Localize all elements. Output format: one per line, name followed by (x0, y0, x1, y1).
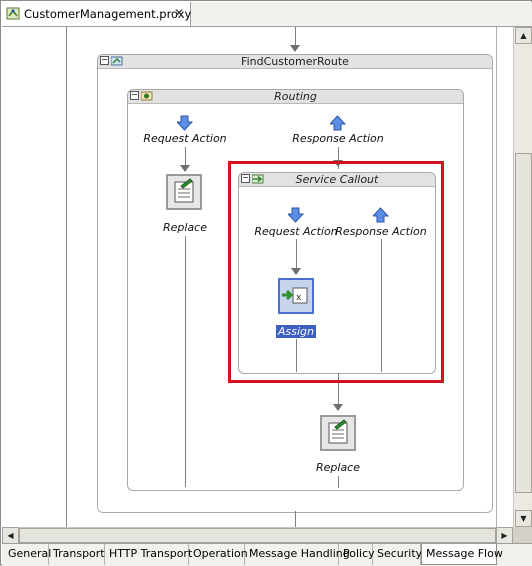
service-callout-title: Service Callout (295, 173, 379, 186)
routing-request-action-label: Request Action (143, 132, 227, 145)
horizontal-scroll-thumb[interactable] (19, 528, 496, 543)
request-arrow-down-icon (288, 207, 304, 223)
svg-text:x: x (296, 293, 302, 303)
tab-policy[interactable]: Policy (339, 544, 375, 565)
vertical-scroll-thumb[interactable] (515, 153, 532, 493)
replace-action-icon[interactable] (320, 415, 356, 451)
route-node-header: − FindCustomerRoute (98, 55, 492, 69)
flow-connector (338, 147, 339, 169)
flow-connector (338, 476, 339, 488)
route-node-findcustomerroute[interactable]: − FindCustomerRoute (97, 54, 493, 513)
assign-label[interactable]: Assign (276, 325, 316, 338)
collapse-icon[interactable]: − (241, 173, 250, 183)
flow-arrowhead (180, 165, 190, 172)
collapse-icon[interactable]: − (130, 90, 139, 100)
proxy-file-icon (6, 7, 20, 20)
flow-connector (295, 511, 296, 527)
scroll-right-icon[interactable]: ▶ (496, 527, 513, 544)
response-replace-label: Replace (315, 461, 361, 474)
message-flow-canvas[interactable]: − FindCustomerRoute − Routing Request Ac… (2, 27, 513, 527)
routing-title: Routing (274, 90, 317, 103)
routing-icon (141, 91, 153, 101)
tab-message-flow[interactable]: Message Flow (421, 544, 503, 565)
tab-general[interactable]: General (4, 544, 51, 565)
flow-connector (185, 147, 186, 169)
scroll-left-icon[interactable]: ◀ (2, 527, 19, 544)
tab-http-transport[interactable]: HTTP Transport (105, 544, 192, 565)
response-arrow-up-icon (330, 115, 346, 131)
scroll-corner (513, 527, 532, 543)
flow-arrowhead (290, 45, 300, 52)
replace-action-icon[interactable] (166, 174, 202, 210)
editor-tab-customermanagement[interactable]: CustomerManagement.proxy ✕ (2, 2, 191, 26)
routing-stage[interactable]: − Routing (127, 89, 464, 491)
scroll-down-icon[interactable]: ▼ (515, 510, 532, 527)
callout-request-action-label: Request Action (254, 225, 338, 238)
flow-connector (296, 339, 297, 372)
tab-message-handling[interactable]: Message Handling (245, 544, 350, 565)
editor-page-tabs: General Transport HTTP Transport Operati… (2, 543, 532, 566)
flow-guide-line (66, 27, 67, 527)
collapse-icon[interactable]: − (100, 55, 109, 65)
flow-connector (381, 239, 382, 372)
service-callout-highlight (228, 161, 444, 383)
callout-response-action-label: Response Action (335, 225, 427, 238)
tab-transport[interactable]: Transport (49, 544, 105, 565)
editor-tab-label: CustomerManagement.proxy (24, 7, 192, 21)
flow-connector (338, 373, 339, 407)
routing-response-action-label: Response Action (292, 132, 384, 145)
tab-security[interactable]: Security (373, 544, 422, 565)
request-arrow-down-icon (177, 115, 193, 131)
tab-operation[interactable]: Operation (189, 544, 248, 565)
routing-replace-label: Replace (162, 221, 208, 234)
vertical-scrollbar[interactable]: ▲ ▼ (513, 27, 532, 527)
route-node-icon (111, 56, 123, 66)
flow-guide-line (496, 27, 497, 527)
close-icon[interactable]: ✕ (174, 6, 185, 20)
assign-action-icon[interactable]: x (278, 278, 314, 314)
response-arrow-up-icon (373, 207, 389, 223)
service-callout-icon (252, 174, 264, 184)
service-callout-header: − Service Callout (239, 173, 435, 187)
scroll-up-icon[interactable]: ▲ (515, 27, 532, 44)
flow-arrowhead (291, 268, 301, 275)
route-node-title: FindCustomerRoute (241, 55, 349, 68)
flow-arrowhead (333, 404, 343, 411)
routing-header: − Routing (128, 90, 463, 104)
flow-connector (185, 236, 186, 487)
flow-connector (296, 239, 297, 272)
service-callout-stage[interactable]: − Service Callout (238, 172, 436, 374)
horizontal-scrollbar[interactable]: ◀ ▶ (2, 527, 513, 544)
flow-connector (295, 27, 296, 49)
editor-tab-bar: CustomerManagement.proxy ✕ (2, 2, 532, 27)
